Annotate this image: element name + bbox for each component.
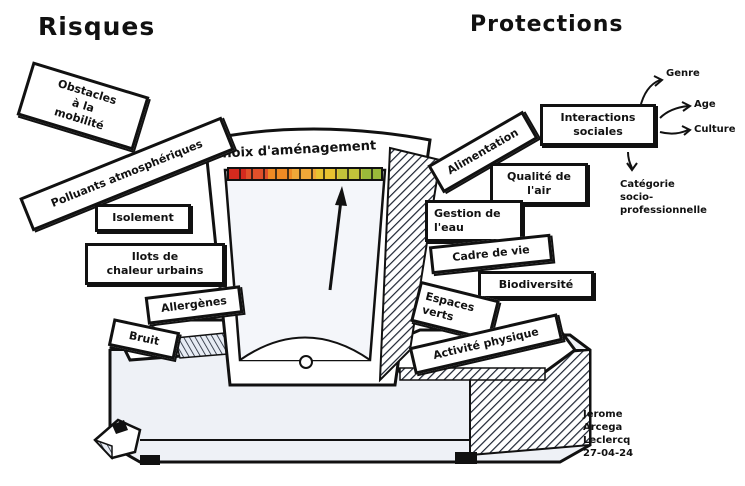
signature: Jerome Arcega Leclercq 27-04-24 (583, 408, 633, 460)
title-protections: Protections (470, 12, 624, 37)
factor-categorie: Catégorie socio- professionnelle (620, 178, 707, 217)
factor-culture: Culture (694, 124, 736, 135)
factor-genre: Genre (666, 68, 700, 79)
label-qualite-air: Qualité de l'air (490, 163, 588, 205)
weight-icon (95, 420, 140, 458)
label-biodiversite: Biodiversité (478, 271, 594, 299)
label-interactions-sociales: Interactions sociales (540, 104, 656, 146)
label-gestion-eau: Gestion de l'eau (425, 200, 523, 242)
dial-gauge (228, 168, 382, 180)
title-risks: Risques (38, 12, 155, 41)
factor-age: Age (694, 99, 716, 110)
label-isolement: Isolement (95, 204, 191, 232)
label-ilots-chaleur: Ilots de chaleur urbains (85, 243, 225, 285)
